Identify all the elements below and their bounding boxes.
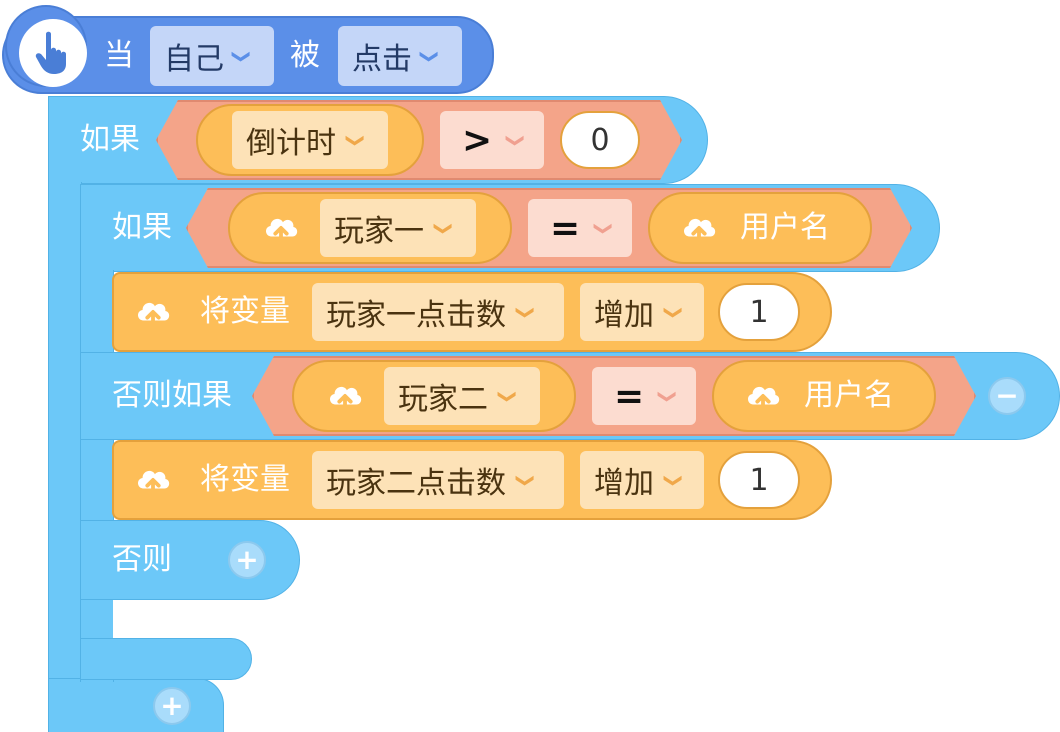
player-two-value: 玩家二 — [398, 382, 488, 417]
else-label: 否则 — [112, 542, 172, 577]
if-inner-left-arm — [80, 270, 114, 682]
increase-op-value-2: 增加 — [594, 466, 654, 501]
chevron-down-icon: ❯ — [497, 388, 519, 404]
event-when-label: 当 — [104, 38, 134, 73]
elseif-remove-button[interactable]: − — [988, 377, 1026, 415]
username-label-2: 用户名 — [804, 378, 894, 413]
equals-operator-dropdown[interactable]: = ❯ — [528, 199, 632, 257]
if-outer-left-arm — [48, 182, 82, 682]
player-two-clicks-value: 玩家二点击数 — [326, 466, 506, 501]
chevron-down-icon: ❯ — [657, 388, 679, 404]
cloud-upload-icon — [744, 376, 782, 414]
cloud-upload-icon — [262, 208, 300, 246]
if-inner-footer — [80, 638, 252, 680]
increase-amount-input[interactable]: 1 — [718, 283, 800, 341]
cloud-upload-icon — [680, 208, 718, 246]
equals-operator-dropdown-2[interactable]: = ❯ — [592, 367, 696, 425]
cloud-upload-icon — [134, 292, 172, 330]
if-outer-footer — [48, 678, 224, 732]
event-action-value: 点击 — [352, 42, 412, 77]
chevron-down-icon: ❯ — [515, 472, 537, 488]
chevron-down-icon: ❯ — [433, 220, 455, 236]
elseif-label: 否则如果 — [112, 378, 232, 413]
chevron-down-icon: ❯ — [663, 304, 685, 320]
if-inner-label: 如果 — [112, 210, 172, 245]
event-action-dropdown[interactable]: 点击 ❯ — [338, 26, 462, 86]
increase-op-dropdown[interactable]: 增加 ❯ — [580, 283, 704, 341]
username-label: 用户名 — [740, 210, 830, 245]
event-by-label: 被 — [290, 38, 320, 73]
event-icon-circle — [5, 5, 87, 87]
countdown-variable-value: 倒计时 — [246, 126, 336, 161]
player-two-dropdown[interactable]: 玩家二 ❯ — [384, 367, 540, 425]
player-one-value: 玩家一 — [334, 214, 424, 249]
compare-value-input[interactable]: 0 — [560, 111, 640, 169]
player-one-clicks-dropdown[interactable]: 玩家一点击数 ❯ — [312, 283, 564, 341]
chevron-down-icon: ❯ — [505, 132, 527, 148]
cloud-upload-icon — [134, 460, 172, 498]
compare-operator-value: > — [462, 119, 493, 161]
chevron-down-icon: ❯ — [419, 48, 441, 64]
increase-amount-input-2[interactable]: 1 — [718, 451, 800, 509]
event-target-dropdown[interactable]: 自己 ❯ — [150, 26, 274, 86]
equals-operator-value-2: = — [614, 375, 645, 417]
equals-operator-value: = — [550, 207, 581, 249]
else-add-button[interactable]: + — [228, 541, 266, 579]
chevron-down-icon: ❯ — [593, 220, 615, 236]
hand-pointer-icon — [19, 19, 87, 87]
set-variable-label: 将变量 — [200, 294, 290, 329]
set-variable-label-2: 将变量 — [200, 462, 290, 497]
increase-op-value: 增加 — [594, 298, 654, 333]
increase-op-dropdown-2[interactable]: 增加 ❯ — [580, 451, 704, 509]
if-outer-add-button[interactable]: + — [153, 687, 191, 725]
chevron-down-icon: ❯ — [515, 304, 537, 320]
if-outer-label: 如果 — [80, 122, 140, 157]
chevron-down-icon: ❯ — [663, 472, 685, 488]
else-empty-slot — [113, 600, 253, 638]
player-one-clicks-value: 玩家一点击数 — [326, 298, 506, 333]
event-target-value: 自己 — [164, 42, 224, 77]
chevron-down-icon: ❯ — [231, 48, 253, 64]
player-two-clicks-dropdown[interactable]: 玩家二点击数 ❯ — [312, 451, 564, 509]
cloud-upload-icon — [326, 376, 364, 414]
player-one-dropdown[interactable]: 玩家一 ❯ — [320, 199, 476, 257]
chevron-down-icon: ❯ — [345, 132, 367, 148]
countdown-variable-dropdown[interactable]: 倒计时 ❯ — [232, 111, 388, 169]
compare-operator-dropdown[interactable]: > ❯ — [440, 111, 544, 169]
